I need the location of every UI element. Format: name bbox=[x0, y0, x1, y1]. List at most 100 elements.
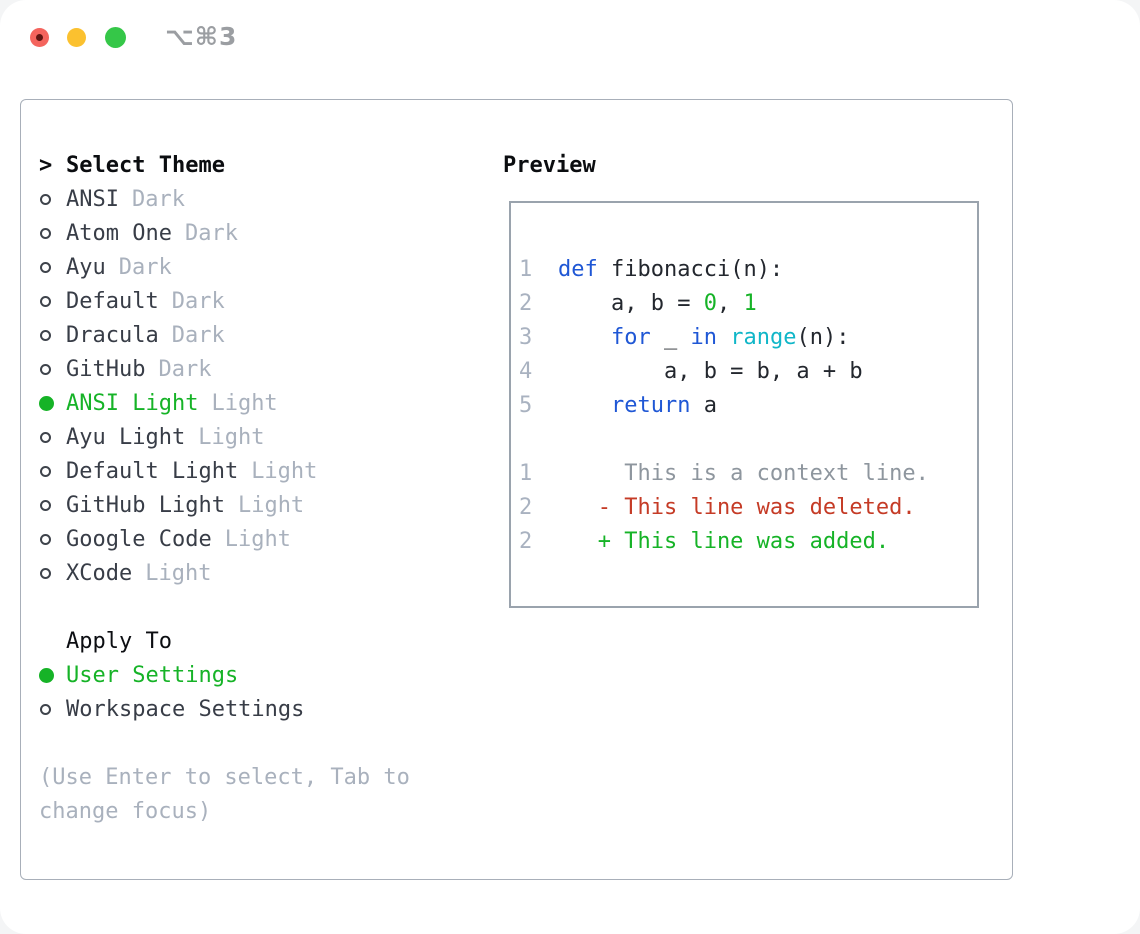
apply-option[interactable]: User Settings bbox=[39, 658, 494, 692]
line-content: for _ in range(n): bbox=[610, 324, 850, 350]
preview-line: 2 + This line was added. bbox=[519, 524, 977, 558]
preview-line: 1 This is a context line. bbox=[519, 456, 977, 490]
theme-option[interactable]: GitHub Light Light bbox=[39, 488, 494, 522]
theme-option[interactable]: Ayu Light Light bbox=[39, 420, 494, 454]
radio-unselected-icon bbox=[40, 533, 51, 545]
theme-option-variant: Light bbox=[224, 526, 291, 552]
radio-unselected-icon bbox=[40, 499, 51, 511]
help-line-text: change focus) bbox=[39, 798, 212, 824]
radio-icon bbox=[39, 261, 66, 273]
radio-icon bbox=[39, 295, 66, 307]
theme-option[interactable]: ANSI Light Light bbox=[39, 386, 494, 420]
radio-unselected-icon bbox=[40, 261, 51, 273]
theme-option-label: GitHub Light bbox=[66, 492, 225, 518]
preview-line: 2 a, b = 0, 1 bbox=[519, 286, 977, 320]
help-line: (Use Enter to select, Tab to bbox=[39, 760, 494, 794]
apply-to-title: Apply To bbox=[66, 628, 172, 654]
theme-option-label: Default Light bbox=[66, 458, 239, 484]
line-content: + This line was added. bbox=[558, 528, 890, 554]
line-number: 2 bbox=[519, 494, 533, 520]
line-number: 4 bbox=[519, 358, 533, 384]
theme-option-label: Default bbox=[66, 288, 159, 314]
theme-option-label: Google Code bbox=[66, 526, 212, 552]
line-content: a, b = b, a + b bbox=[558, 358, 863, 384]
line-number: 2 bbox=[519, 290, 533, 316]
theme-option-variant: Light bbox=[251, 458, 318, 484]
apply-to-header: Apply To bbox=[39, 624, 494, 658]
theme-option[interactable]: Atom One Dark bbox=[39, 216, 494, 250]
theme-option-variant: Light bbox=[198, 424, 265, 450]
theme-option-variant: Dark bbox=[131, 186, 185, 212]
theme-option-variant: Light bbox=[145, 560, 212, 586]
help-text: (Use Enter to select, Tab to change focus… bbox=[39, 760, 494, 828]
radio-icon bbox=[39, 667, 66, 683]
apply-option[interactable]: Workspace Settings bbox=[39, 692, 494, 726]
line-content: This is a context line. bbox=[558, 460, 929, 486]
theme-option-variant: Dark bbox=[171, 288, 225, 314]
titlebar: ⌥⌘3 bbox=[0, 0, 1140, 70]
theme-option-label: ANSI Light bbox=[66, 390, 199, 416]
theme-option[interactable]: Default Dark bbox=[39, 284, 494, 318]
theme-option-variant: Dark bbox=[184, 220, 238, 246]
theme-option-variant: Light bbox=[237, 492, 305, 518]
window-title-shortcut: ⌥⌘3 bbox=[165, 22, 238, 51]
minimize-icon[interactable] bbox=[67, 28, 86, 47]
line-number: 3 bbox=[519, 324, 533, 350]
line-number: 5 bbox=[519, 392, 533, 418]
theme-option-label: Dracula bbox=[66, 322, 159, 348]
radio-icon bbox=[39, 431, 66, 443]
radio-icon bbox=[39, 567, 66, 579]
line-content: return a bbox=[610, 392, 717, 418]
radio-icon bbox=[39, 465, 66, 477]
spacer-row bbox=[39, 726, 494, 760]
line-number: 1 bbox=[519, 460, 533, 486]
line-content: def fibonacci(n): bbox=[558, 256, 784, 282]
preview-line bbox=[519, 422, 977, 456]
theme-option[interactable]: Google Code Light bbox=[39, 522, 494, 556]
radio-icon bbox=[39, 193, 66, 205]
radio-selected-icon bbox=[39, 395, 54, 411]
radio-unselected-icon bbox=[40, 329, 51, 341]
theme-option-label: XCode bbox=[66, 560, 133, 586]
radio-icon bbox=[39, 395, 66, 411]
radio-unselected-icon bbox=[40, 465, 51, 477]
select-theme-header: > Select Theme bbox=[39, 148, 494, 182]
radio-unselected-icon bbox=[40, 431, 51, 443]
theme-option-variant: Dark bbox=[171, 322, 225, 348]
radio-unselected-icon bbox=[40, 703, 51, 715]
radio-unselected-icon bbox=[40, 193, 51, 205]
maximize-icon[interactable] bbox=[105, 27, 126, 48]
theme-option[interactable]: XCode Light bbox=[39, 556, 494, 590]
apply-option-label: Workspace Settings bbox=[66, 696, 305, 722]
close-icon[interactable] bbox=[30, 28, 49, 47]
radio-icon bbox=[39, 329, 66, 341]
radio-icon bbox=[39, 499, 66, 511]
preview-line: 3 for _ in range(n): bbox=[519, 320, 977, 354]
radio-selected-icon bbox=[39, 667, 54, 683]
line-content: - This line was deleted. bbox=[558, 494, 916, 520]
preview-line: 5 return a bbox=[519, 388, 977, 422]
help-line: change focus) bbox=[39, 794, 494, 828]
radio-icon bbox=[39, 363, 66, 375]
preview-line: 4 a, b = b, a + b bbox=[519, 354, 977, 388]
theme-option[interactable]: Default Light Light bbox=[39, 454, 494, 488]
theme-option-label: Ayu Light bbox=[66, 424, 186, 450]
theme-option-variant: Light bbox=[211, 390, 278, 416]
spacer-row bbox=[39, 590, 494, 624]
theme-option-variant: Dark bbox=[158, 356, 212, 382]
theme-option[interactable]: Dracula Dark bbox=[39, 318, 494, 352]
radio-icon bbox=[39, 703, 66, 715]
select-theme-title: Select Theme bbox=[66, 152, 225, 178]
theme-option-label: Atom One bbox=[66, 220, 172, 246]
theme-option-label: Ayu bbox=[66, 254, 106, 280]
radio-icon bbox=[39, 533, 66, 545]
